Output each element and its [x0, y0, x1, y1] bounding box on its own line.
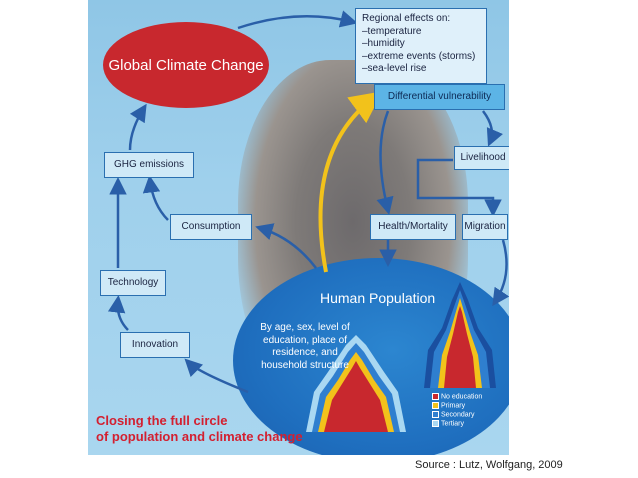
health-mortality-box: Health/Mortality	[370, 214, 456, 240]
legend-swatch	[432, 419, 439, 427]
global-climate-change-label: Global Climate Change	[108, 56, 264, 74]
arrow-vulnerability-to-livelihood	[482, 110, 503, 147]
pyramid-legend: No education Primary Secondary Tertiary	[432, 393, 482, 428]
arrow-population-to-vulnerability-feedback	[318, 91, 383, 273]
arrow-livelihood-bracket	[416, 158, 502, 217]
regional-effects-box: Regional effects on: –temperature –humid…	[355, 8, 487, 84]
arrow-ghg-to-global	[128, 103, 147, 151]
arrow-innovation-to-technology	[107, 295, 129, 331]
closing-line-2: of population and climate change	[96, 429, 303, 444]
closing-caption: Closing the full circle of population an…	[96, 413, 303, 445]
population-pyramid-left	[306, 335, 406, 432]
legend-label: Tertiary	[441, 419, 464, 427]
human-population-description: By age, sex, level of education, place o…	[260, 322, 350, 371]
diagram-figure: Global Climate Change Regional effects o…	[88, 0, 509, 455]
regional-effect-item: –sea-level rise	[362, 63, 427, 74]
arrow-global-to-regional	[237, 10, 358, 30]
livelihood-box: Livelihood	[454, 146, 509, 170]
consumption-box: Consumption	[170, 214, 252, 240]
regional-effect-item: –temperature	[362, 25, 422, 37]
legend-label: Primary	[441, 402, 466, 410]
arrow-consumption-to-ghg	[142, 175, 169, 221]
migration-label: Migration	[464, 221, 506, 232]
consumption-label: Consumption	[181, 221, 241, 232]
livelihood-label: Livelihood	[460, 152, 506, 163]
legend-item: Secondary	[432, 410, 482, 420]
legend-swatch	[432, 401, 439, 409]
source-citation: Source : Lutz, Wolfgang, 2009	[415, 459, 563, 471]
technology-label: Technology	[107, 277, 159, 288]
differential-vulnerability-label: Differential vulnerability	[387, 91, 492, 102]
ghg-emissions-box: GHG emissions	[104, 152, 194, 178]
human-population-title: Human Population	[320, 290, 436, 306]
arrow-vulnerability-to-health	[376, 110, 394, 215]
population-pyramid-right	[424, 282, 496, 388]
regional-effect-item: –extreme events (storms)	[362, 50, 476, 62]
technology-box: Technology	[100, 270, 166, 296]
arrow-population-to-innovation	[184, 358, 249, 394]
arrow-migration-to-population	[492, 239, 509, 307]
legend-item: Primary	[432, 401, 482, 411]
legend-label: No education	[441, 393, 483, 401]
legend-swatch	[432, 393, 439, 400]
innovation-box: Innovation	[120, 332, 190, 358]
legend-label: Secondary	[441, 411, 475, 419]
differential-vulnerability-box: Differential vulnerability	[374, 84, 505, 110]
migration-box: Migration	[462, 214, 508, 240]
diagram-arrows-and-pyramids	[107, 10, 509, 432]
regional-effect-item: –humidity	[362, 38, 405, 49]
innovation-label: Innovation	[131, 339, 179, 350]
ghg-emissions-label: GHG emissions	[113, 159, 184, 170]
regional-effects-heading: Regional effects on:	[362, 13, 451, 24]
closing-line-1: Closing the full circle	[96, 413, 228, 428]
arrow-population-to-consumption	[255, 223, 317, 269]
legend-swatch	[432, 410, 439, 418]
legend-item: Tertiary	[432, 419, 482, 429]
health-mortality-label: Health/Mortality	[378, 221, 448, 232]
legend-item: No education	[432, 393, 482, 402]
global-climate-change-node: Global Climate Change	[103, 22, 269, 108]
